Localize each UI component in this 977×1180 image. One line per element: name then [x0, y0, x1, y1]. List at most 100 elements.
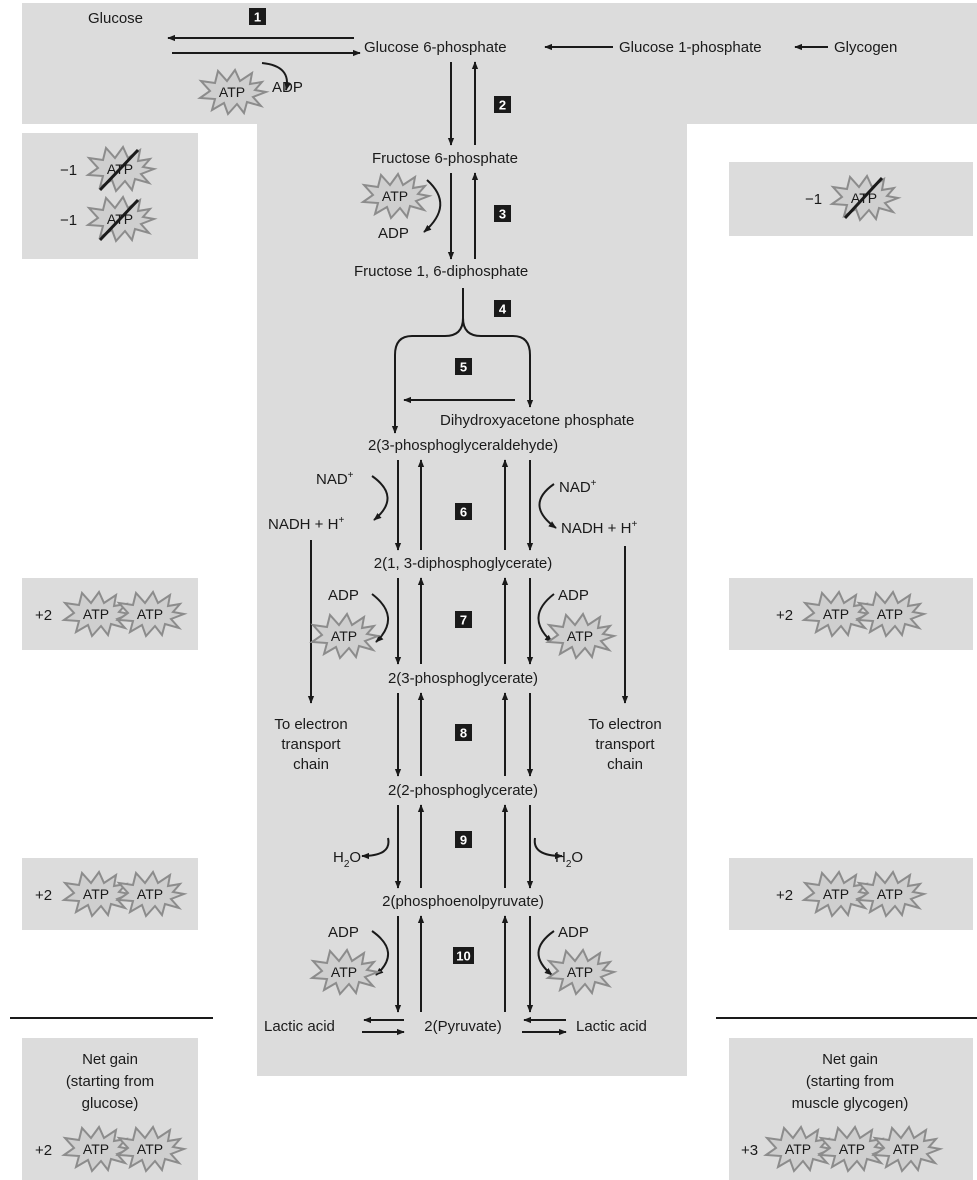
- svg-text:4: 4: [499, 302, 507, 317]
- ledger-left-plus-atp-step10: +2 ATP ATP: [35, 871, 185, 917]
- svg-text:−1: −1: [60, 212, 77, 229]
- svg-text:ATP: ATP: [331, 964, 357, 980]
- svg-text:ATP: ATP: [83, 1141, 109, 1157]
- atp-icon-step10-right: ATP: [547, 949, 615, 995]
- strike-icon: [98, 198, 140, 242]
- svg-text:(starting from: (starting from: [66, 1073, 154, 1090]
- svg-text:Net gain: Net gain: [82, 1051, 138, 1068]
- svg-text:transport: transport: [281, 736, 341, 753]
- svg-text:ATP: ATP: [823, 606, 849, 622]
- glycogen-label: Glycogen: [834, 39, 897, 56]
- ledger-right-plus-atp-step7: +2 ATP ATP: [776, 591, 925, 637]
- svg-text:ATP: ATP: [893, 1141, 919, 1157]
- svg-text:ATP: ATP: [83, 606, 109, 622]
- svg-text:transport: transport: [595, 736, 655, 753]
- step-4-marker: 4: [494, 300, 511, 317]
- diphosphoglycerate-label: 2(1, 3-diphosphoglycerate): [374, 555, 552, 572]
- svg-text:10: 10: [456, 949, 470, 964]
- svg-text:(starting from: (starting from: [806, 1073, 894, 1090]
- fructose-1-6-diphosphate-label: Fructose 1, 6-diphosphate: [354, 263, 528, 280]
- svg-text:ATP: ATP: [567, 628, 593, 644]
- svg-text:8: 8: [460, 726, 467, 741]
- step-5-marker: 5: [455, 358, 472, 375]
- step-8-marker: 8: [455, 724, 472, 741]
- svg-text:ATP: ATP: [823, 886, 849, 902]
- svg-text:ATP: ATP: [137, 1141, 163, 1157]
- glucose-label: Glucose: [88, 10, 143, 27]
- adp-label-step10-right: ADP: [558, 924, 589, 941]
- svg-text:ATP: ATP: [331, 628, 357, 644]
- ledger-left-minus-atp-1: −1 ATP: [60, 146, 155, 192]
- svg-text:5: 5: [460, 360, 467, 375]
- pathway-arrows: [167, 34, 828, 1036]
- svg-text:+2: +2: [35, 1142, 52, 1159]
- svg-text:chain: chain: [293, 756, 329, 773]
- 3-phosphoglycerate-label: 2(3-phosphoglycerate): [388, 670, 538, 687]
- atp-icon-step3: ATP: [362, 173, 430, 219]
- svg-text:1: 1: [254, 10, 261, 25]
- glucose-1-phosphate-label: Glucose 1-phosphate: [619, 39, 762, 56]
- step-3-marker: 3: [494, 205, 511, 222]
- fructose-6-phosphate-label: Fructose 6-phosphate: [372, 150, 518, 167]
- svg-text:ATP: ATP: [219, 84, 245, 100]
- ledger-left-plus-atp-step7: +2 ATP ATP: [35, 591, 185, 637]
- electron-transport-label-right: To electron transport chain: [588, 716, 661, 773]
- main-pathway-panel: [22, 3, 977, 1076]
- svg-text:glucose): glucose): [82, 1095, 139, 1112]
- nadh-label-right: NADH + H+: [561, 519, 637, 537]
- lactic-acid-right-label: Lactic acid: [576, 1018, 647, 1035]
- svg-text:+2: +2: [35, 887, 52, 904]
- svg-text:+3: +3: [741, 1142, 758, 1159]
- atp-icon-step7-left: ATP: [311, 613, 379, 659]
- svg-text:3: 3: [499, 207, 506, 222]
- step-10-marker: 10: [453, 947, 474, 964]
- glucose-6-phosphate-label: Glucose 6-phosphate: [364, 39, 507, 56]
- atp-icon-step1: ATP: [199, 69, 267, 115]
- water-label-left: H2O: [333, 849, 361, 870]
- step-2-marker: 2: [494, 96, 511, 113]
- nad-label-left: NAD+: [316, 470, 354, 488]
- atp-icon-step7-right: ATP: [547, 613, 615, 659]
- 2-phosphoglycerate-label: 2(2-phosphoglycerate): [388, 782, 538, 799]
- svg-text:To electron: To electron: [274, 716, 347, 733]
- svg-text:ATP: ATP: [83, 886, 109, 902]
- svg-text:6: 6: [460, 505, 467, 520]
- svg-text:chain: chain: [607, 756, 643, 773]
- ledger-left-net-gain: Net gain (starting from glucose) +2 ATP …: [35, 1051, 185, 1172]
- pyruvate-label: 2(Pyruvate): [424, 1018, 502, 1035]
- ledger-right-plus-atp-step10: +2 ATP ATP: [776, 871, 925, 917]
- adp-label-step7-right: ADP: [558, 587, 589, 604]
- svg-text:−1: −1: [60, 162, 77, 179]
- svg-text:ATP: ATP: [137, 606, 163, 622]
- step-9-marker: 9: [455, 831, 472, 848]
- svg-text:−1: −1: [805, 191, 822, 208]
- electron-transport-label-left: To electron transport chain: [274, 716, 347, 773]
- ledger-left-minus-atp-2: −1 ATP: [60, 196, 155, 242]
- nad-label-right: NAD+: [559, 478, 597, 496]
- svg-text:ATP: ATP: [567, 964, 593, 980]
- adp-label-step3: ADP: [378, 225, 409, 242]
- nadh-label-left: NADH + H+: [268, 515, 344, 533]
- adp-label-step10-left: ADP: [328, 924, 359, 941]
- dihydroxyacetone-phosphate-label: Dihydroxyacetone phosphate: [440, 412, 634, 429]
- lactic-acid-left-label: Lactic acid: [264, 1018, 335, 1035]
- svg-text:ATP: ATP: [877, 886, 903, 902]
- atp-icon-step10-left: ATP: [311, 949, 379, 995]
- step-6-marker: 6: [455, 503, 472, 520]
- svg-text:ATP: ATP: [839, 1141, 865, 1157]
- step-1-marker: 1: [249, 8, 266, 25]
- svg-text:9: 9: [460, 833, 467, 848]
- svg-text:muscle glycogen): muscle glycogen): [792, 1095, 909, 1112]
- strike-icon: [843, 176, 884, 220]
- phosphoenolpyruvate-label: 2(phosphoenolpyruvate): [382, 893, 544, 910]
- svg-text:+2: +2: [776, 607, 793, 624]
- phosphoglyceraldehyde-label: 2(3-phosphoglyceraldehyde): [368, 437, 558, 454]
- svg-text:ATP: ATP: [785, 1141, 811, 1157]
- svg-text:ATP: ATP: [382, 188, 408, 204]
- step-7-marker: 7: [455, 611, 472, 628]
- svg-text:+2: +2: [35, 607, 52, 624]
- svg-text:Net gain: Net gain: [822, 1051, 878, 1068]
- svg-text:7: 7: [460, 613, 467, 628]
- svg-text:ATP: ATP: [137, 886, 163, 902]
